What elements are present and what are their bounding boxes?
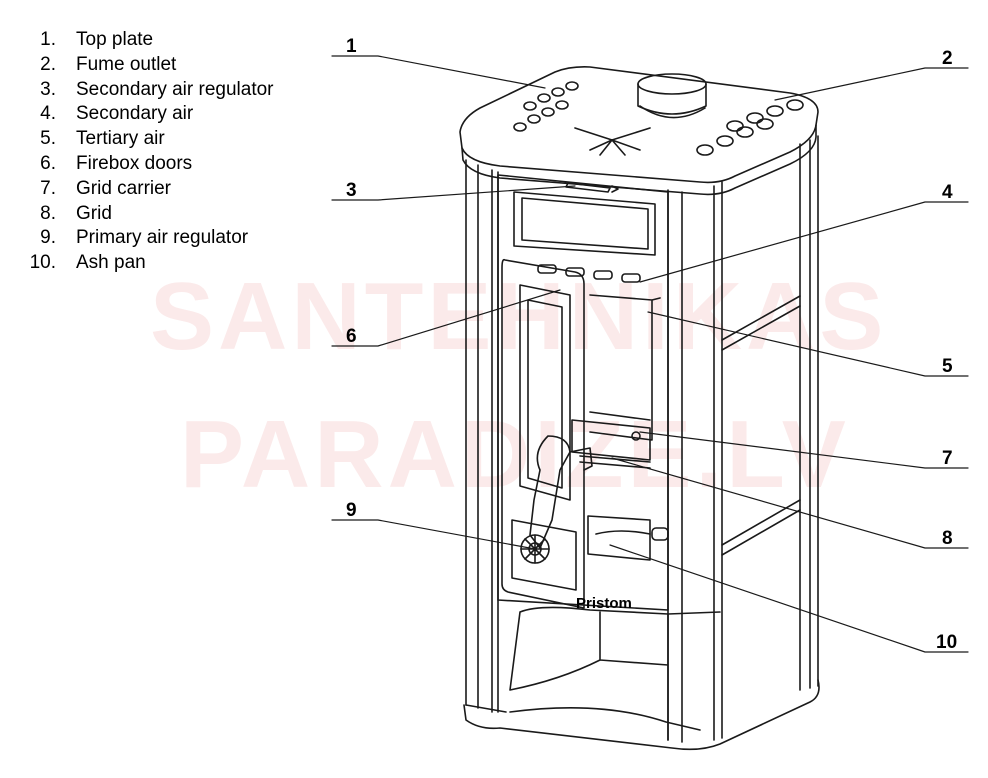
top-window [513,191,656,256]
legend-item: 5.Tertiary air [40,128,165,150]
ash-pan [587,515,669,561]
legend-item: 4.Secondary air [40,103,194,125]
brand-logo: Pristom [576,595,632,612]
door-handle [529,435,593,549]
base-plate [463,679,820,751]
callout-labels: 1 2 3 4 5 6 7 8 9 10 Pristom [346,36,957,653]
legend-item: 1.Top plate [40,29,154,50]
lower-cavity [509,606,721,741]
stove-body [459,66,820,751]
leader-lines [331,55,969,653]
legend-item: 7.Grid carrier [40,177,172,199]
callout-5: 5 [942,356,953,377]
firebox-interior [589,294,661,441]
watermark-line-1: SANTEHNIKAS [150,263,888,370]
callout-3: 3 [346,180,357,201]
callout-1: 1 [346,36,357,57]
legend-item: 8.Grid [40,202,112,224]
callout-7: 7 [942,448,953,469]
callout-4: 4 [942,182,953,203]
fume-outlet [637,73,707,115]
legend-item: 10.Ash pan [29,252,146,274]
legend-item: 6.Firebox doors [40,152,193,174]
left-pillar [465,159,499,713]
callout-2: 2 [942,48,953,69]
back-pillar [799,135,819,691]
legend-item: 2.Fume outlet [40,53,177,75]
legend-item: 3.Secondary air regulator [40,78,274,100]
legend-item: 9.Primary air regulator [40,227,249,249]
callout-8: 8 [942,528,953,549]
callout-9: 9 [346,500,357,521]
watermark-line-2: PARADIZE.LV [180,401,850,508]
side-crossbars [721,295,801,556]
grid-carrier [571,419,651,461]
parts-legend: 1.Top plate 2.Fume outlet 3.Secondary ai… [0,28,274,276]
callout-10: 10 [936,632,957,653]
secondary-air-regulator [565,182,619,193]
callout-6: 6 [346,326,357,347]
